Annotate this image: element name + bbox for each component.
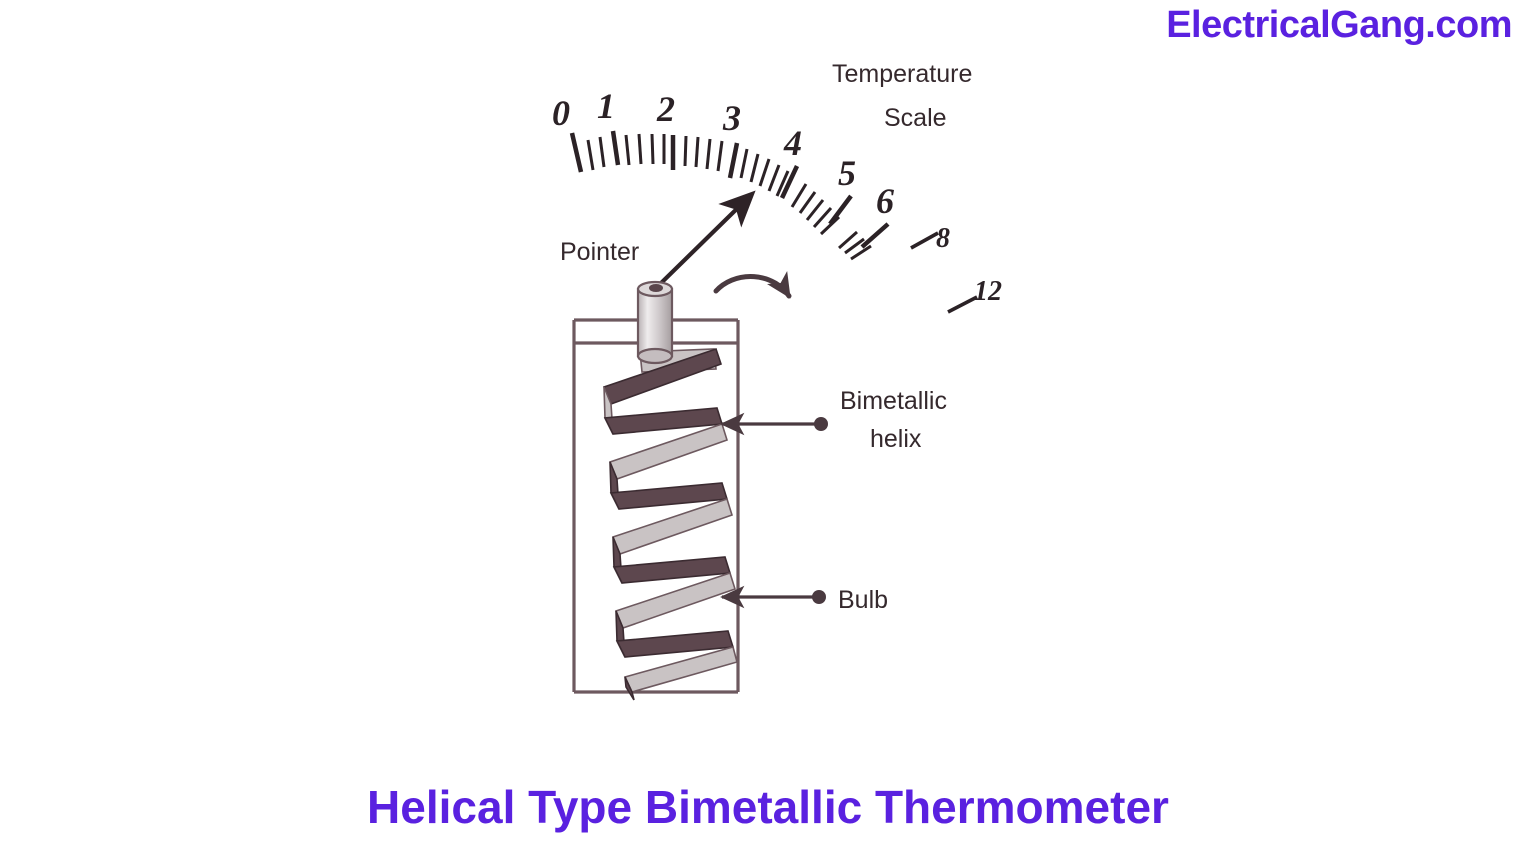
scale-minor-ticks (586, 133, 872, 261)
scale-label-4: 4 (783, 123, 802, 163)
scale-label-12: 12 (974, 276, 1002, 307)
pointer-needle (655, 190, 756, 289)
scale-label-5: 5 (838, 153, 856, 193)
bimetallic-helix (602, 347, 738, 701)
bulb-label: Bulb (838, 586, 888, 614)
pointer-label: Pointer (560, 238, 639, 266)
callout-bimetallic-helix: Bimetallic helix (720, 387, 947, 453)
pointer-shaft (636, 280, 674, 365)
scale-outer-graduations: 8 12 (910, 223, 1002, 314)
pointer-group: Pointer (560, 190, 756, 289)
scale-label-8: 8 (936, 223, 950, 254)
bimetallic-helix-label-line2: helix (870, 425, 922, 453)
scale-label-1: 1 (597, 86, 615, 126)
temperature-scale-group: 0 1 2 3 4 5 6 8 12 Temperature Scale (552, 60, 1002, 314)
scale-major-ticks (569, 130, 890, 249)
temperature-scale-label-line1: Temperature (832, 60, 972, 88)
watermark-electricalgang: ElectricalGang.com (1166, 4, 1512, 46)
shaft-pivot-hole (649, 284, 663, 292)
scale-label-0: 0 (552, 93, 570, 133)
temperature-scale-label-line2: Scale (884, 104, 947, 132)
bimetallic-helix-label-line1: Bimetallic (840, 387, 947, 415)
scale-label-3: 3 (722, 98, 741, 138)
callout-bulb: Bulb (720, 585, 888, 614)
rotation-direction-arrow (713, 271, 792, 299)
callout-dot-bimetallic-helix (814, 417, 828, 431)
callout-dot-bulb (812, 590, 826, 604)
scale-label-6: 6 (876, 181, 894, 221)
figure-caption: Helical Type Bimetallic Thermometer (367, 781, 1169, 833)
scale-label-2: 2 (656, 89, 675, 129)
